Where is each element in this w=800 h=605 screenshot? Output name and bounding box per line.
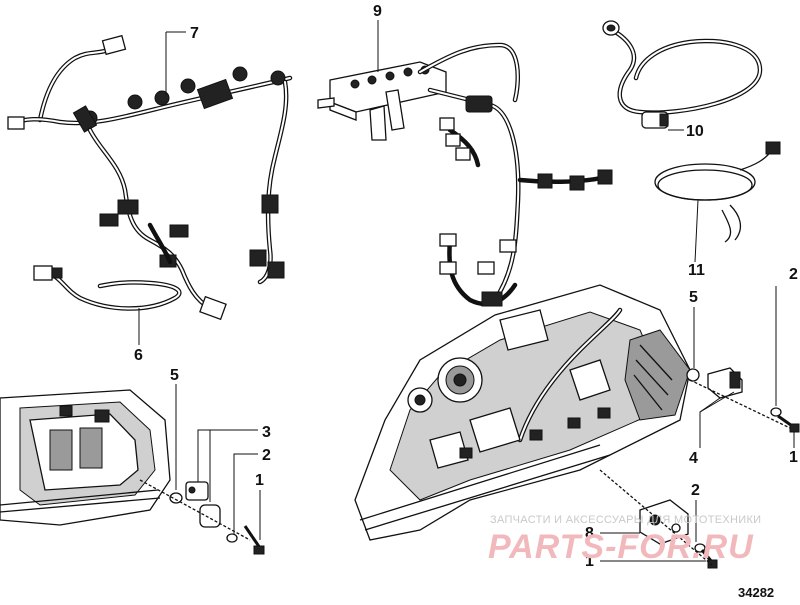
watermark-logo: PARTS-FOR.RU <box>488 528 754 566</box>
callout-2-left: 2 <box>262 447 271 464</box>
callout-leader-4 <box>699 397 721 448</box>
callout-1-right: 1 <box>789 449 798 466</box>
callout-10: 10 <box>686 123 704 140</box>
cable-10 <box>602 20 763 129</box>
callout-6: 6 <box>134 347 143 364</box>
sensor-8 <box>639 499 689 545</box>
callout-11: 11 <box>688 262 705 279</box>
callout-2-bottom: 2 <box>691 482 700 499</box>
callout-leader-11 <box>694 199 699 263</box>
reference-number: 34282 <box>738 585 774 600</box>
mounting-bracket-harness-9 <box>317 42 613 307</box>
callout-5-right: 5 <box>689 289 698 306</box>
callout-leader-3 <box>197 429 258 482</box>
o-ring-5-right <box>686 368 700 382</box>
sensor-4 <box>707 367 743 399</box>
flywheel-teeth <box>624 329 691 421</box>
bolt-1-bottom <box>700 549 718 569</box>
bolt-1 <box>243 525 265 555</box>
watermark-tagline: ЗАПЧАСТИ И АКСЕССУАРЫ ДЛЯ МОТОТЕХНИКИ <box>490 514 761 526</box>
callout-leader-2-left <box>233 453 258 534</box>
callout-4: 4 <box>689 450 698 467</box>
harness-clamps <box>72 66 286 133</box>
callout-3: 3 <box>262 424 271 441</box>
washer-2 <box>226 533 238 543</box>
callout-leader-4b <box>699 391 735 413</box>
callout-1-bottom: 1 <box>585 553 594 570</box>
o-ring-5 <box>169 492 183 504</box>
cable-11 <box>654 141 781 243</box>
engine-block-right <box>354 284 691 541</box>
callout-9: 9 <box>373 3 382 20</box>
callout-8: 8 <box>585 525 594 542</box>
callout-2-right: 2 <box>789 266 798 283</box>
engine-block-left <box>0 389 171 526</box>
callout-7: 7 <box>190 25 199 42</box>
callout-1-left: 1 <box>255 472 264 489</box>
harness-6 <box>33 265 182 311</box>
washer-2-right <box>770 407 782 417</box>
callout-5-left: 5 <box>170 367 179 384</box>
wiring-harness-7 <box>7 34 293 321</box>
